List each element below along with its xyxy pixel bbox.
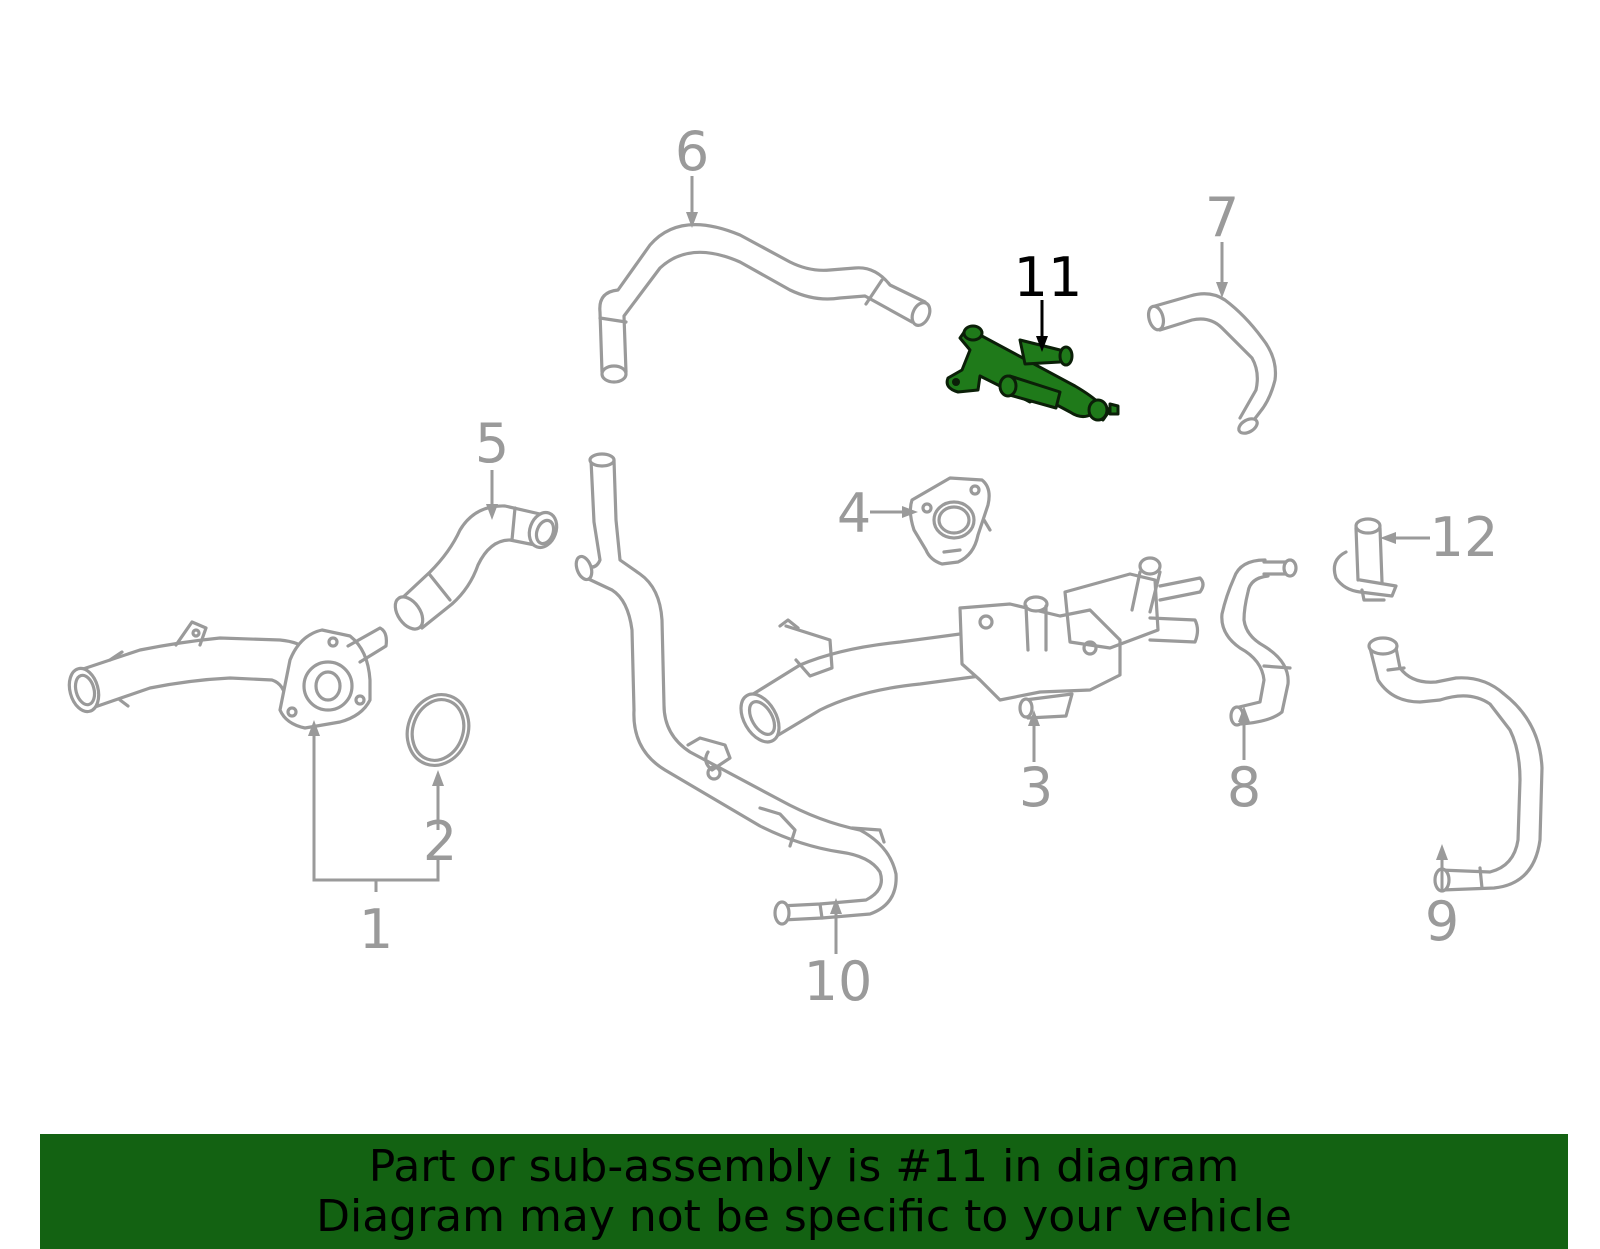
banner-line-disclaimer: Diagram may not be specific to your vehi… <box>316 1190 1292 1242</box>
banner-line-part: Part or sub-assembly is #11 in diagram <box>368 1140 1240 1192</box>
leader-lines <box>312 176 1444 954</box>
callout-1: 1 <box>359 898 393 961</box>
part-9-hose <box>1367 636 1544 893</box>
part-10-water-pipe <box>574 452 898 926</box>
callout-8: 8 <box>1227 756 1261 819</box>
part-4-gasket <box>908 476 992 566</box>
callout-5: 5 <box>475 412 509 475</box>
part-5-hose <box>393 504 559 631</box>
part-3-thermostat-housing <box>739 556 1205 744</box>
callout-2: 2 <box>423 810 457 873</box>
part-12-fitting <box>1332 517 1398 602</box>
part-2-gasket <box>405 693 471 767</box>
callout-3: 3 <box>1019 756 1053 819</box>
part-1-water-inlet <box>67 620 388 730</box>
callout-11: 11 <box>1014 246 1083 309</box>
callout-6: 6 <box>675 120 709 183</box>
part-7-hose <box>1146 292 1278 435</box>
part-8-hose <box>1220 558 1298 727</box>
callout-9: 9 <box>1425 890 1459 953</box>
callout-4: 4 <box>837 482 871 545</box>
callout-12: 12 <box>1430 506 1499 569</box>
leader-arrowheads <box>308 212 1448 914</box>
callout-7: 7 <box>1205 186 1239 249</box>
part-6-hose <box>598 223 932 384</box>
callout-labels: 1 2 3 4 5 6 7 8 9 10 11 12 <box>359 120 1499 1013</box>
info-banner: Part or sub-assembly is #11 in diagram D… <box>40 1134 1568 1249</box>
callout-10: 10 <box>804 950 873 1013</box>
part-11-water-pipe <box>945 324 1120 422</box>
